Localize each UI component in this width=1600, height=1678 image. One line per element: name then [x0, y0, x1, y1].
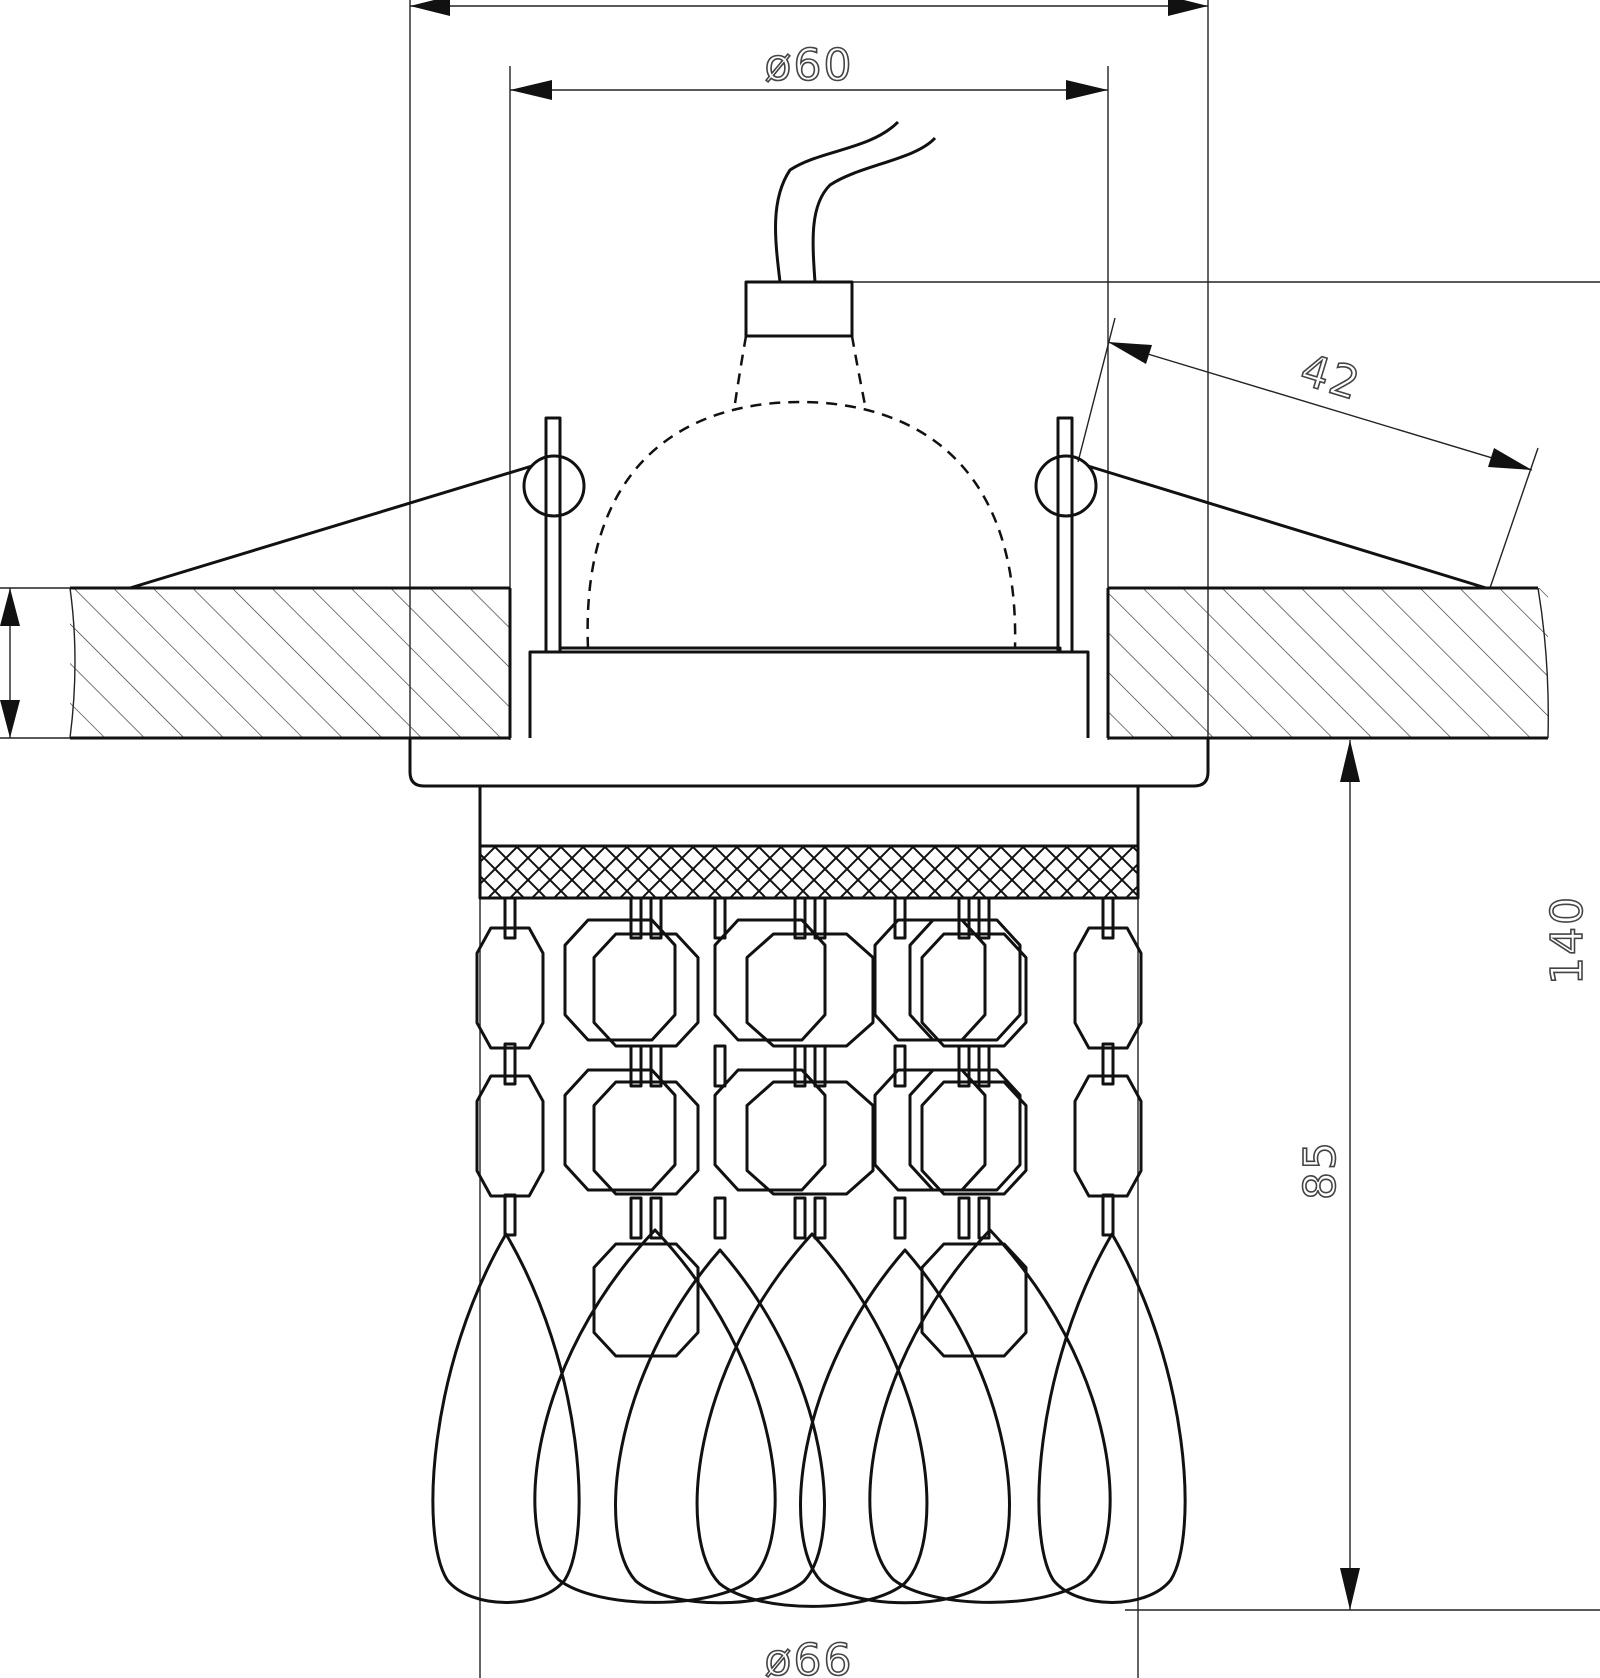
housing [528, 646, 1090, 738]
spring-clip-right [1034, 416, 1487, 654]
crystal-link [893, 896, 907, 940]
crystal-link [813, 1044, 827, 1088]
crystal-link [793, 1044, 807, 1088]
crystal-bead [592, 932, 700, 1048]
crystal-drop [533, 1228, 777, 1604]
crystal-link [1101, 1193, 1115, 1237]
total-height-label: 140 [1542, 895, 1593, 985]
crystal-drop [695, 1232, 929, 1608]
crystal-drop [431, 1232, 581, 1604]
crystal-link [503, 1042, 517, 1086]
crystal-bead [920, 1080, 1028, 1196]
crystal-link [629, 1196, 643, 1240]
crystal-link [503, 896, 517, 940]
crystal-link [977, 1044, 991, 1088]
crystal-link [977, 896, 991, 940]
crystal-drop [868, 1228, 1112, 1604]
crystal-bead [745, 1080, 875, 1196]
body-cylinder [478, 786, 1140, 846]
crystal-drop [1037, 1232, 1187, 1604]
mesh-band [478, 844, 1140, 900]
crystal-link [713, 1196, 727, 1240]
visible-height-label: 85 [1295, 1140, 1346, 1200]
crystal-bead [873, 1068, 987, 1192]
crystal-link [813, 896, 827, 940]
crystal-link [713, 896, 727, 940]
crystal-link [1101, 896, 1115, 940]
crystal-bead [713, 918, 827, 1042]
crystal-bead [1073, 926, 1143, 1050]
cable [774, 120, 937, 283]
crystal-bead [920, 1242, 1028, 1358]
crystal-link [893, 1196, 907, 1240]
crystal-link [713, 1044, 727, 1088]
crystal-link [793, 896, 807, 940]
crystal-link [813, 1196, 827, 1240]
crystal-link [893, 1044, 907, 1088]
crystal-link [793, 1196, 807, 1240]
crystal-link [649, 1044, 663, 1088]
crystal-link [629, 1044, 643, 1088]
crystal-link [629, 896, 643, 940]
crystal-drop [614, 1248, 826, 1605]
outer-diameter-label: ø66 [765, 1635, 854, 1678]
crystal-bead [908, 1068, 1022, 1192]
crystal-link [649, 896, 663, 940]
crystal-bead [592, 1242, 700, 1358]
crystal-bead [920, 932, 1028, 1048]
crystal-link [957, 1196, 971, 1240]
crystal-link [503, 1193, 517, 1237]
opening-diameter-label: ø60 [765, 40, 854, 91]
crystal-bead [475, 1074, 545, 1198]
crystal-bead [1073, 1074, 1143, 1198]
lamp-bulb [586, 335, 1017, 649]
crystal-link [957, 896, 971, 940]
spring-length-label: 42 [1295, 344, 1367, 410]
spring-clip-left [129, 416, 586, 654]
crystal-bead [592, 1080, 700, 1196]
socket [744, 280, 854, 338]
crystal-pendants [431, 896, 1187, 1608]
crystal-bead [475, 926, 545, 1050]
crystal-bead [908, 918, 1022, 1042]
crystal-drop [799, 1248, 1011, 1605]
crystal-bead [745, 932, 875, 1048]
bezel-flange [408, 738, 1210, 788]
crystal-link [649, 1196, 663, 1240]
crystal-bead [563, 1068, 677, 1192]
crystal-link [1101, 1042, 1115, 1086]
ceiling-section [69, 586, 1549, 740]
crystal-bead [713, 1068, 827, 1192]
crystal-link [957, 1044, 971, 1088]
crystal-link [977, 1196, 991, 1240]
